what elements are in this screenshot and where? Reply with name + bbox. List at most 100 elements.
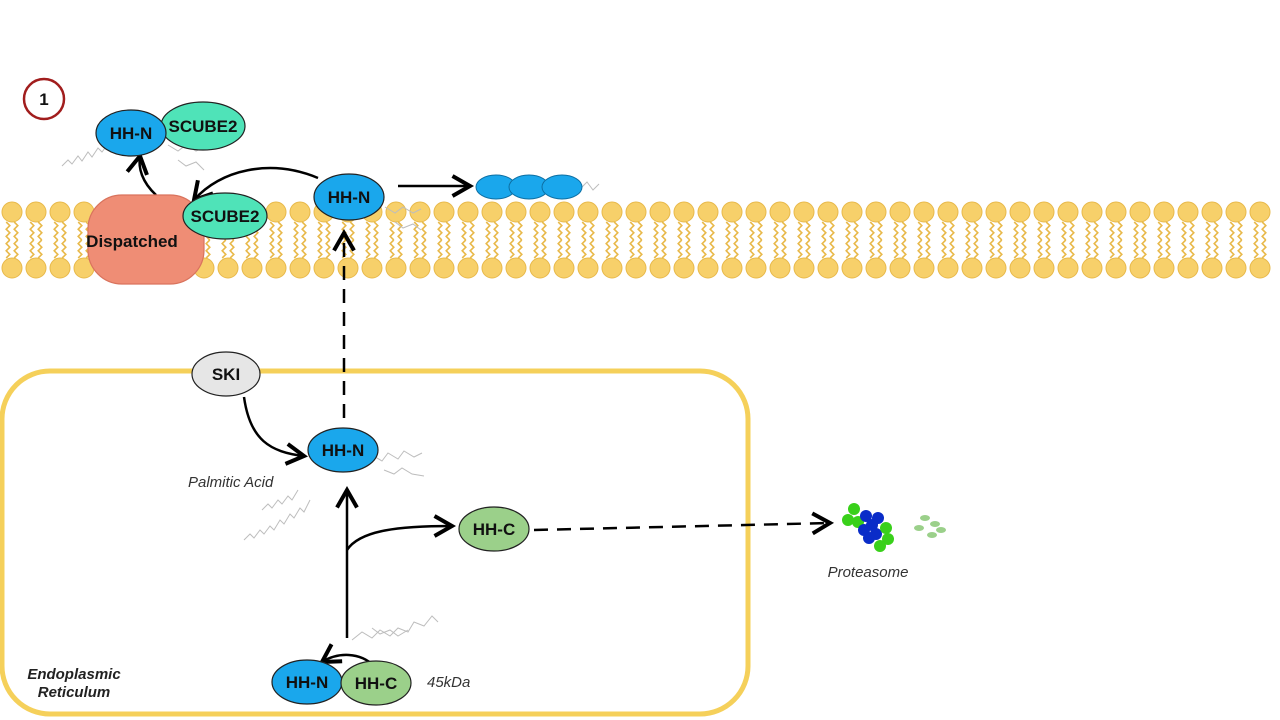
scube2-released-label: SCUBE2 — [169, 117, 238, 136]
hh-c-er-label: HH-C — [473, 520, 516, 539]
hh-precursor: HH-N HH-C — [271, 659, 412, 706]
lipid-head — [961, 201, 983, 223]
lipid-head — [49, 201, 71, 223]
lipid-head — [817, 257, 839, 279]
lipid-head — [721, 201, 743, 223]
lipid-head — [745, 201, 767, 223]
step-circle — [22, 77, 66, 121]
lipid-head — [1225, 257, 1247, 279]
hh-n-multimer — [475, 174, 583, 200]
lipid-head — [1225, 201, 1247, 223]
hh-n-er-label: HH-N — [322, 441, 365, 460]
lipid-head — [841, 257, 863, 279]
lipid-head — [1057, 257, 1079, 279]
hh-n-membrane — [313, 173, 385, 221]
proteasome: Proteasome — [828, 503, 946, 581]
dispatched-complex: Dispatched SCUBE2 — [86, 192, 268, 285]
hh-c-precursor — [340, 660, 412, 706]
lipid-head — [313, 257, 335, 279]
step-indicator: 1 — [22, 77, 66, 121]
lipid-head — [1, 257, 23, 279]
lipid-head — [697, 257, 719, 279]
lipid-head — [289, 201, 311, 223]
lipid-head — [457, 257, 479, 279]
lipid-head — [601, 257, 623, 279]
lipid-head — [961, 257, 983, 279]
dispatched-protein — [87, 194, 205, 285]
lipid-head — [721, 257, 743, 279]
mass-label: 45kDa — [427, 674, 470, 691]
lipid-head — [457, 201, 479, 223]
lipid-head — [1105, 257, 1127, 279]
lipid-head — [1153, 257, 1175, 279]
hh-c-precursor-label: HH-C — [355, 674, 398, 693]
lipid-head — [1129, 257, 1151, 279]
lipid-head — [673, 257, 695, 279]
multimer-unit-3 — [541, 174, 583, 200]
lipid-head — [265, 257, 287, 279]
lipid-head — [937, 201, 959, 223]
lipid-head — [889, 257, 911, 279]
er-hh-n: HH-N — [307, 427, 379, 473]
lipid-head — [1153, 201, 1175, 223]
scube2-membrane — [182, 192, 268, 240]
step-number: 1 — [39, 90, 48, 109]
lipid-head — [505, 201, 527, 223]
lipid-head — [1081, 201, 1103, 223]
lipid-head — [433, 257, 455, 279]
lipid-head — [673, 201, 695, 223]
hh-n-precursor-label: HH-N — [286, 673, 329, 692]
lipid-head — [265, 201, 287, 223]
lipid-head — [217, 257, 239, 279]
er-compartment — [0, 368, 751, 717]
lipid-head — [1249, 201, 1271, 223]
lipid-head — [577, 201, 599, 223]
arrow-to-hh-c — [345, 514, 457, 551]
er-hh-c: HH-C — [458, 506, 530, 552]
lipid-head — [577, 257, 599, 279]
arrow-to-dispatched — [191, 166, 319, 204]
arrow-release — [125, 152, 157, 196]
ski-label: SKI — [212, 365, 240, 384]
lipid-head — [553, 257, 575, 279]
lipid-head — [49, 257, 71, 279]
released-complex: SCUBE2 HH-N — [95, 101, 246, 157]
lipid-head — [529, 257, 551, 279]
lipid-head — [409, 201, 431, 223]
lipid-head — [553, 201, 575, 223]
lipid-head — [1129, 201, 1151, 223]
proteasome-label: Proteasome — [828, 564, 909, 581]
lipid-head — [25, 257, 47, 279]
lipid-head — [745, 257, 767, 279]
lipid-head — [697, 201, 719, 223]
arrow-degradation-dashed — [533, 511, 835, 536]
lipid-head — [1201, 257, 1223, 279]
lipid-head — [1009, 257, 1031, 279]
lipid-head — [1009, 201, 1031, 223]
lipid-head — [241, 257, 263, 279]
lipid-head — [889, 201, 911, 223]
lipid-head — [769, 201, 791, 223]
lipid-head — [1081, 257, 1103, 279]
peptide-fragments — [914, 515, 946, 538]
lipid-head — [793, 201, 815, 223]
hh-n-membrane-label: HH-N — [328, 188, 371, 207]
lipid-head — [601, 201, 623, 223]
lipid-head — [385, 257, 407, 279]
lipid-head — [649, 257, 671, 279]
ski-enzyme: SKI — [191, 351, 261, 397]
lipid-head — [1057, 201, 1079, 223]
arrows — [125, 152, 835, 667]
lipid-head — [25, 201, 47, 223]
lipid-head — [1105, 201, 1127, 223]
hh-n-released — [95, 109, 167, 157]
lipid-head — [865, 201, 887, 223]
lipid-head — [625, 201, 647, 223]
lipid-head — [913, 201, 935, 223]
lipid-head — [769, 257, 791, 279]
lipid-head — [337, 257, 359, 279]
lipid-head — [817, 201, 839, 223]
lipid-head — [505, 257, 527, 279]
lipid-head — [481, 257, 503, 279]
